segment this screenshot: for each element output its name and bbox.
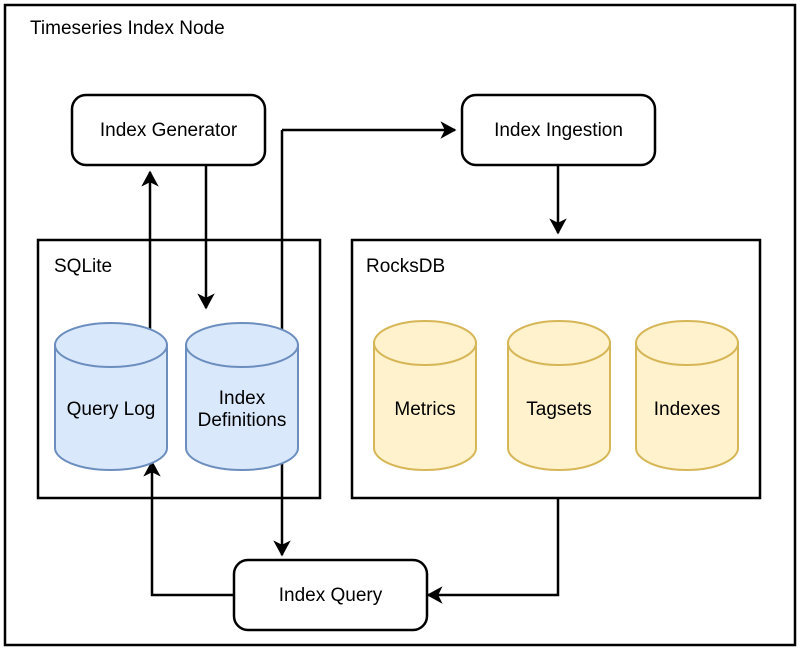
rocksdb-container-label: RocksDB bbox=[366, 256, 446, 277]
edge-indexquery-to-querylog bbox=[143, 460, 234, 597]
edge-rocksdb-to-indexquery bbox=[426, 498, 560, 604]
query-log-cylinder bbox=[54, 322, 168, 471]
tagsets-cylinder bbox=[507, 320, 611, 471]
index-definitions-cylinder bbox=[185, 322, 299, 471]
index-ingestion-box[interactable] bbox=[460, 93, 657, 167]
index-generator-box[interactable] bbox=[70, 93, 267, 167]
index-query-box[interactable] bbox=[232, 558, 429, 632]
metrics-cylinder bbox=[373, 320, 477, 471]
page-title: Timeseries Index Node bbox=[30, 18, 225, 39]
indexes-cylinder bbox=[635, 320, 739, 471]
sqlite-container-label: SQLite bbox=[54, 256, 113, 277]
